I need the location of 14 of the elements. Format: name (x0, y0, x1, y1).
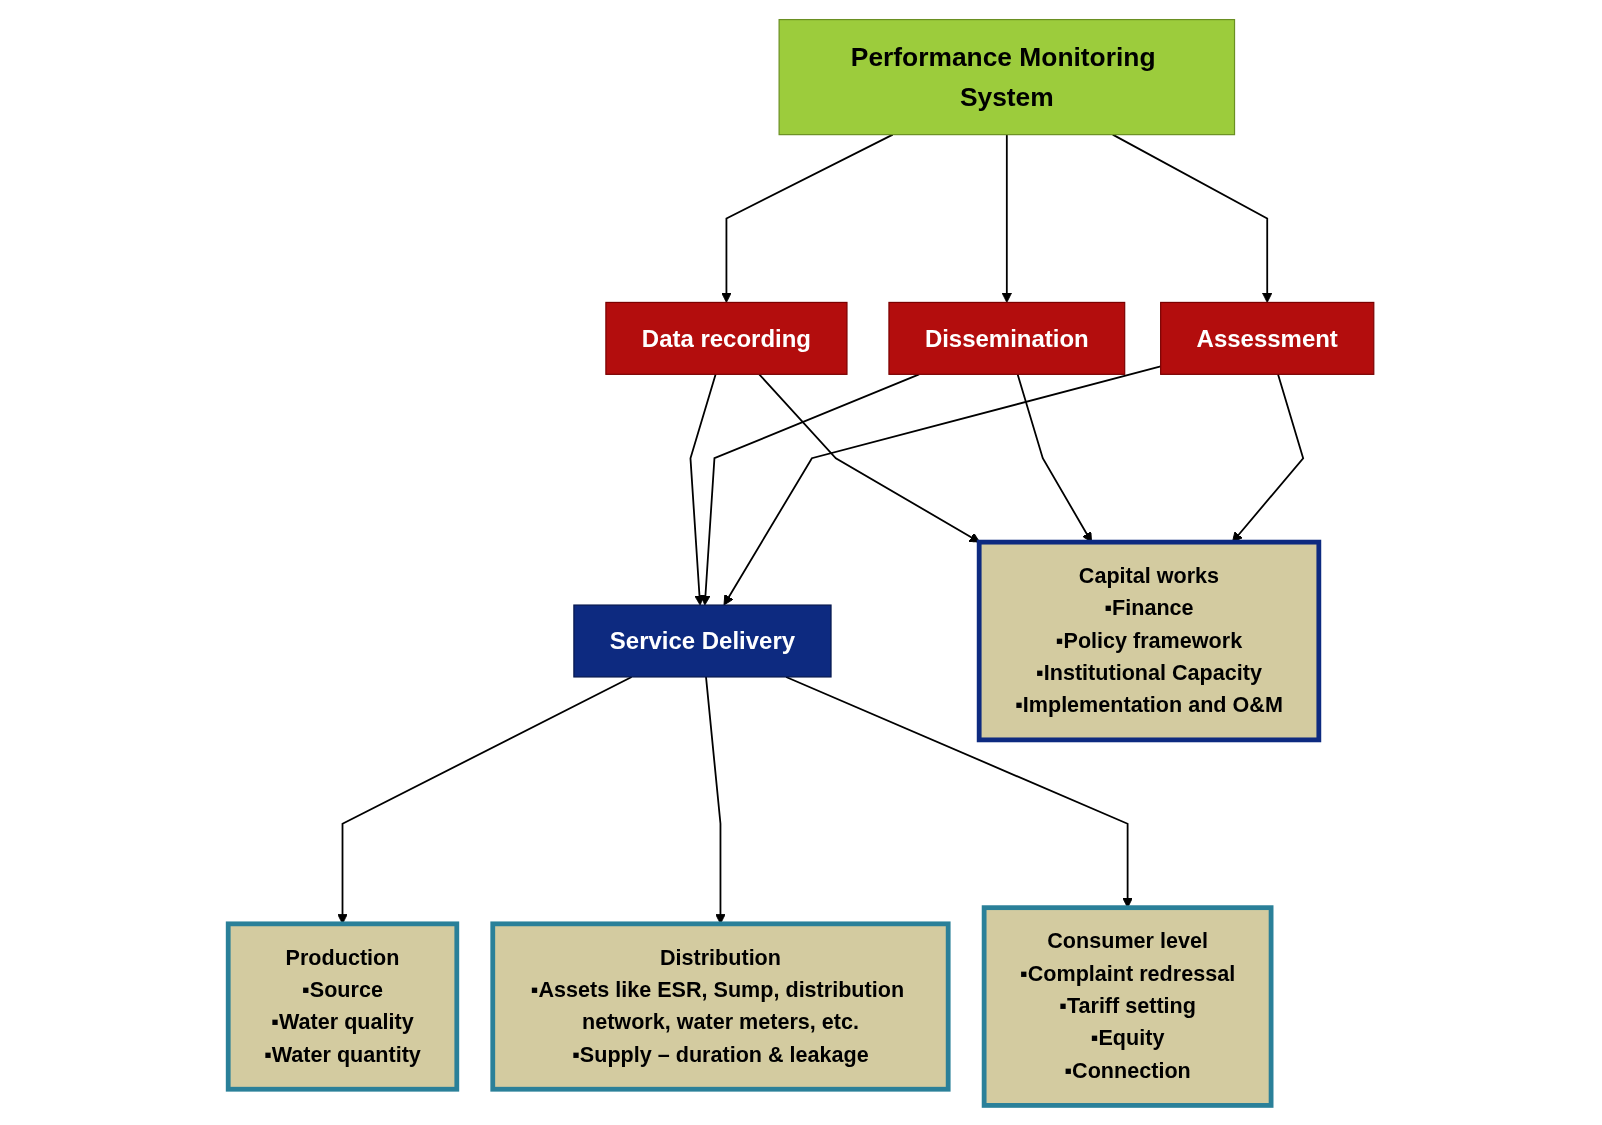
node-box: Consumer level ▪Complaint redressal ▪Tariff setting ▪Equity ▪Connection (981, 905, 1274, 1108)
node-box: Data recording (605, 301, 848, 375)
arrow (1111, 133, 1273, 303)
node-box: Distribution ▪Assets like ESR, Sump, distribution network, water meters, etc. ▪Supply – duration & leakage (490, 921, 951, 1092)
arrow (689, 373, 717, 606)
node-box: Assessment (1160, 301, 1375, 375)
arrow (700, 373, 920, 606)
node-box: Capital works ▪Finance ▪Policy framework ▪Institutional Capacity ▪Implementation and O&M (976, 539, 1322, 743)
arrow (721, 133, 894, 303)
node-box: Production ▪Source ▪Water quality ▪Water quantity (225, 921, 460, 1092)
node-box: Service Delivery (573, 604, 832, 678)
node-box: Dissemination (888, 301, 1126, 375)
node-box: Performance Monitoring System (778, 19, 1236, 136)
arrow (1001, 133, 1013, 303)
